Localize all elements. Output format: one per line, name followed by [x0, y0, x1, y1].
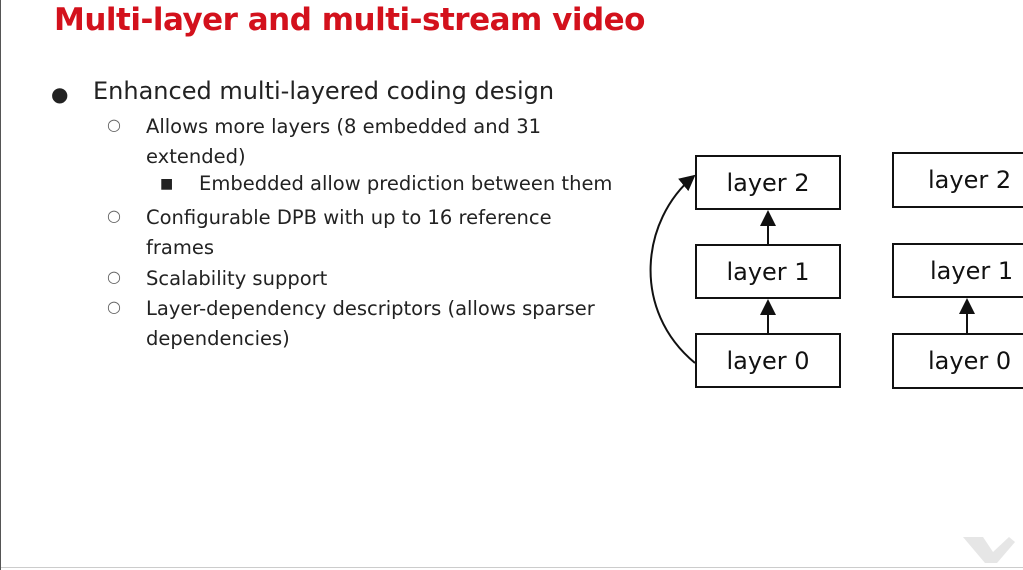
right-layer-2-box: layer 2 [892, 152, 1023, 208]
bullet-sub1-sub: Embedded allow prediction between them [199, 172, 613, 195]
bullet-sub2-line1: Configurable DPB with up to 16 reference [146, 206, 552, 229]
bullet-sub4-line1: Layer-dependency descriptors (allows spa… [146, 297, 595, 320]
bullet-sub2-line2: frames [146, 236, 214, 259]
bullet-sub1-line2: extended) [146, 145, 246, 168]
bullet-sub1-line1: Allows more layers (8 embedded and 31 [146, 115, 542, 138]
right-layer-1-box: layer 1 [892, 243, 1023, 298]
arrow-l0-to-l2 [649, 174, 696, 364]
bullet-main: Enhanced multi-layered coding design [93, 77, 555, 105]
bullet-dot-icon: ● [51, 82, 69, 106]
bottom-divider [1, 567, 1023, 568]
circle-bullet-icon: ○ [107, 206, 121, 225]
square-bullet-icon: ■ [160, 176, 174, 192]
left-layer-2-box: layer 2 [695, 155, 841, 210]
slide-title: Multi-layer and multi-stream video [54, 2, 645, 38]
left-layer-0-box: layer 0 [695, 333, 841, 388]
left-layer-1-box: layer 1 [695, 244, 841, 299]
circle-bullet-icon: ○ [107, 115, 121, 134]
circle-bullet-icon: ○ [107, 267, 121, 286]
right-layer-0-box: layer 0 [892, 333, 1023, 389]
bullet-sub3: Scalability support [146, 267, 328, 290]
bullet-sub4-line2: dependencies) [146, 327, 290, 350]
circle-bullet-icon: ○ [107, 297, 121, 316]
